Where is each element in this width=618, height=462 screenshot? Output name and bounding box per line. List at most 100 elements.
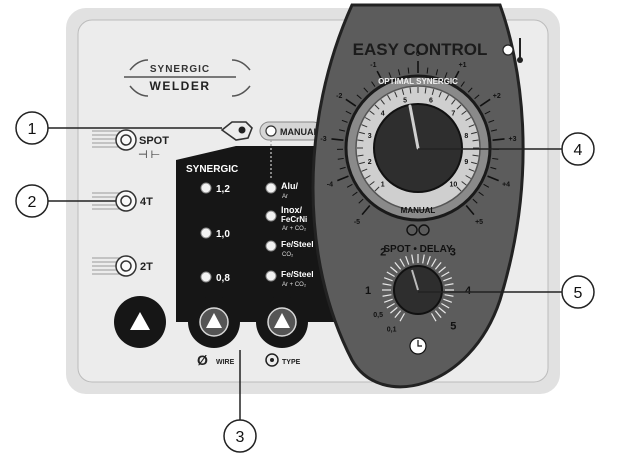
delay-tick <box>434 262 442 270</box>
outer-scale-label: +1 <box>459 62 467 69</box>
inner-scale-label: 5 <box>403 98 407 105</box>
outer-tick <box>338 129 346 132</box>
wire-select-button[interactable] <box>188 296 240 348</box>
delay-scale-label: 0,1 <box>387 327 397 334</box>
inner-tick <box>456 104 462 110</box>
outer-tick <box>346 183 353 188</box>
outer-tick <box>397 69 401 76</box>
spot-label: SPOT <box>139 135 169 147</box>
4t-mode-button[interactable]: 4T <box>92 190 153 212</box>
wire-size-label: 1,2 <box>216 184 230 195</box>
4t-label: 4T <box>140 196 153 208</box>
material-gas: Ar <box>282 194 288 200</box>
inner-tick <box>401 88 405 96</box>
material-name: Fe/Steel <box>281 269 314 279</box>
delay-tick <box>382 283 392 286</box>
delay-tick <box>394 262 402 270</box>
delay-tick <box>386 302 395 309</box>
up-arrow-icon <box>130 312 150 330</box>
wire-label: WIRE <box>216 359 235 366</box>
inner-tick <box>369 110 375 115</box>
delay-tick <box>405 255 410 265</box>
delay-tick <box>444 294 454 297</box>
delay-tick <box>390 266 398 274</box>
outer-scale-label: +4 <box>502 182 510 189</box>
dial-pointer <box>408 104 420 150</box>
clock-icon <box>409 337 427 355</box>
up-arrow-icon <box>274 313 290 328</box>
delay-tick <box>386 271 395 278</box>
outer-tick <box>339 166 346 170</box>
manual-scale-label: MANUAL <box>401 206 436 215</box>
wire-feed-icon <box>406 224 430 236</box>
material-gas: CO₂ <box>282 252 294 258</box>
wire-size-led: 1,0 <box>200 227 230 240</box>
callout-number: 3 <box>236 429 245 446</box>
inner-tick <box>472 139 479 142</box>
delay-tick-ring <box>382 254 454 322</box>
type-select-button[interactable] <box>256 296 308 348</box>
inner-tick <box>465 117 472 121</box>
up-arrow-button[interactable] <box>114 296 166 348</box>
outer-tick <box>488 119 495 123</box>
spot-mode-button[interactable]: SPOT ⊣ ⊢ <box>92 129 169 161</box>
outer-tick <box>479 98 491 107</box>
delay-tick <box>441 271 450 278</box>
outer-tick <box>492 138 505 141</box>
wire-size-label: 0,8 <box>216 273 230 284</box>
delay-tick <box>443 298 453 303</box>
spot-delay-title: SPOT • DELAY <box>383 244 453 255</box>
manual-mode-indicator[interactable]: MANUAL <box>259 121 323 178</box>
manual-label: MANUAL <box>280 127 319 137</box>
delay-scale-label: 1 <box>365 285 371 297</box>
inner-scale-label: 3 <box>368 133 372 140</box>
outer-scale-label: +3 <box>508 136 516 143</box>
inner-tick <box>369 181 375 186</box>
2t-mode-button[interactable]: 2T <box>92 255 153 277</box>
delay-scale-label: 2 <box>380 246 386 258</box>
inner-scale-label: 8 <box>464 133 468 140</box>
logo-line1: SYNERGIC <box>150 64 210 75</box>
outer-tick <box>435 69 439 76</box>
outer-scale-label: -1 <box>370 62 376 69</box>
delay-tick <box>441 302 450 309</box>
outer-tick <box>341 119 348 123</box>
inner-tick <box>470 161 478 165</box>
outer-tick <box>388 72 392 79</box>
inner-tick <box>468 168 475 172</box>
callout-3: 3 <box>223 350 257 453</box>
delay-tick <box>426 255 431 265</box>
outer-tick <box>352 191 358 197</box>
outer-tick <box>426 67 429 74</box>
outer-tick <box>363 87 369 93</box>
material-led: Alu/ Ar <box>265 181 298 200</box>
up-arrow-icon <box>206 313 222 328</box>
synergic-panel <box>176 146 352 322</box>
delay-scale-label: 5 <box>450 320 456 332</box>
delay-tick <box>430 313 437 322</box>
inner-tick <box>409 87 412 94</box>
delay-tick <box>434 310 442 318</box>
outer-tick <box>345 110 352 115</box>
outer-tick <box>490 129 498 132</box>
outer-tick <box>361 204 371 216</box>
inner-tick <box>361 168 368 172</box>
delay-scale-label: 4 <box>465 285 472 297</box>
material-name: Fe/Steel <box>281 239 314 249</box>
callout-4: 4 <box>418 132 595 166</box>
material-led: Inox/ FeCrNi Ar + CO₂ <box>265 205 307 232</box>
inner-tick <box>431 88 435 96</box>
synergic-welder-logo: SYNERGIC WELDER <box>124 59 251 97</box>
type-label: TYPE <box>282 359 301 366</box>
delay-tick <box>438 306 446 314</box>
delay-tick <box>383 298 393 303</box>
material-gas: Ar + CO₂ <box>282 226 307 232</box>
inner-tick <box>380 99 385 105</box>
outer-tick <box>331 138 344 141</box>
inner-scale-label: 10 <box>449 181 457 188</box>
inner-tick <box>357 154 364 157</box>
